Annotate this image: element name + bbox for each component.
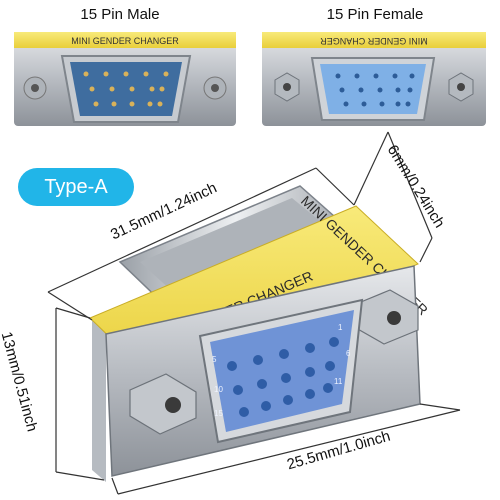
pin-number-10: 10 (214, 385, 223, 394)
type-a-badge: Type-A (18, 168, 134, 206)
pin-number-1: 1 (338, 323, 343, 332)
male-label-text: MINI GENDER CHANGER (71, 36, 179, 46)
pin-number-6: 6 (346, 349, 351, 358)
female-pin-holes (227, 337, 339, 417)
female-connector-thumbnail: MINI GENDER CHANGER (262, 32, 486, 126)
pin-number-5: 5 (212, 355, 217, 364)
dimension-lines (47, 131, 461, 495)
male-caption: 15 Pin Male (80, 6, 160, 23)
female-caption: 15 Pin Female (326, 6, 424, 23)
pin-number-11: 11 (334, 377, 343, 386)
male-connector-thumbnail: MINI GENDER CHANGER (14, 32, 236, 126)
main-adapter: MINI GENDER CHANGER MINI GENDER CHANGER … (89, 185, 431, 482)
pin-number-15: 15 (214, 409, 223, 418)
female-label-text: MINI GENDER CHANGER (320, 36, 428, 46)
